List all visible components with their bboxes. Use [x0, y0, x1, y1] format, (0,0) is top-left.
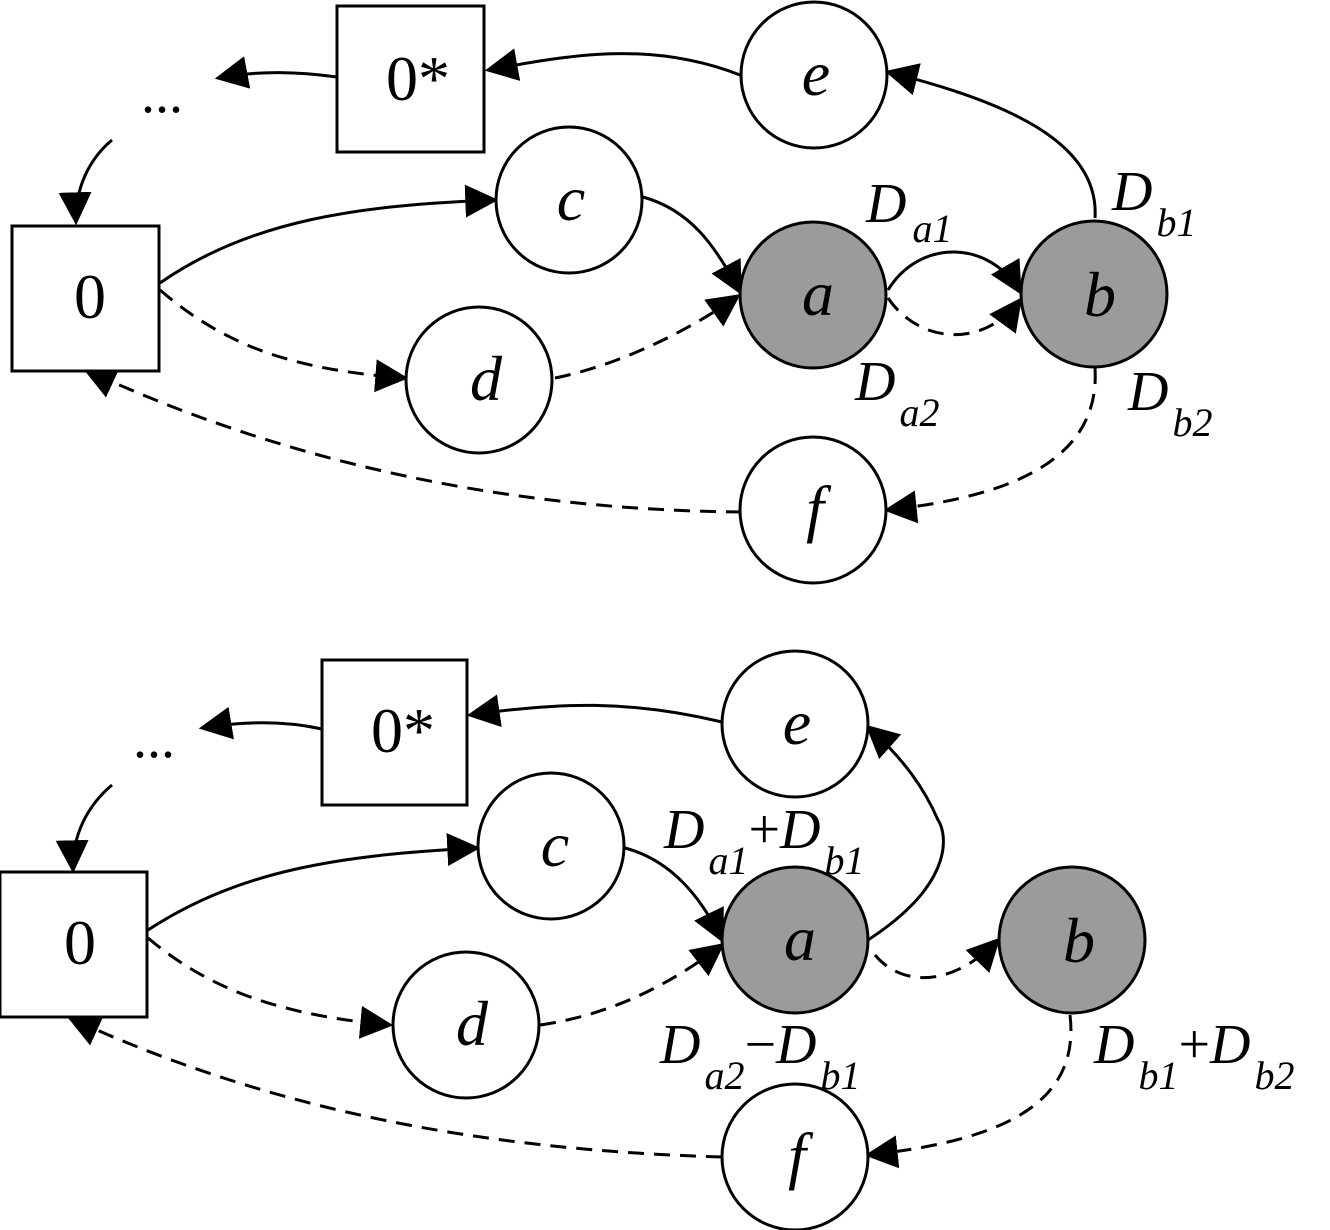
edge-a-to-b-dashed — [873, 937, 1001, 980]
edge-e-to-zero-star — [484, 48, 741, 81]
edge-c-to-a — [642, 195, 742, 295]
node-zero — [0, 870, 149, 1019]
node-c-label: c — [541, 809, 569, 880]
edge-zero-star-to-ellipsis — [214, 56, 338, 89]
edge-e-to-zero-star — [466, 694, 723, 728]
node-e-label: e — [802, 38, 830, 109]
node-f — [720, 1082, 870, 1230]
edge-ellipsis-to-zero — [55, 783, 113, 874]
node-zero-label: 0 — [74, 261, 106, 332]
node-zero-star — [335, 4, 486, 154]
node-b-label: b — [1084, 259, 1116, 330]
node-f — [738, 435, 888, 585]
edge-b-to-f — [864, 1014, 1073, 1169]
edge-b-to-e — [884, 63, 1097, 219]
node-a-label: a — [784, 903, 816, 974]
edge-zero-to-d — [159, 288, 409, 393]
edge-c-to-a — [624, 846, 724, 943]
edge-f-to-zero — [67, 1015, 723, 1159]
node-zero-star — [320, 658, 469, 807]
node-zero — [10, 224, 161, 373]
node-c — [494, 125, 644, 275]
node-b-label: b — [1063, 905, 1095, 976]
node-a — [720, 865, 870, 1015]
node-e-label: e — [783, 687, 811, 758]
node-zero-star-label: 0* — [371, 695, 435, 766]
edge-zero-to-c — [159, 184, 499, 285]
node-e — [720, 649, 870, 799]
node-d — [404, 305, 554, 455]
node-d-label: d — [456, 988, 489, 1059]
node-b — [1019, 219, 1169, 369]
node-zero-star-label: 0* — [386, 43, 450, 114]
node-c-label: c — [557, 163, 585, 234]
node-d-label: d — [470, 343, 503, 414]
edge-f-to-zero — [83, 367, 743, 514]
edge-zero-star-to-ellipsis — [198, 706, 323, 740]
edge-ellipsis-to-zero — [58, 138, 113, 226]
node-c — [476, 771, 626, 921]
edge-d-to-a — [539, 942, 725, 1027]
node-a-label: a — [802, 258, 834, 329]
node-e — [739, 0, 889, 150]
node-d — [391, 950, 541, 1100]
edge-d-to-a — [554, 294, 741, 380]
node-zero-label: 0 — [64, 907, 96, 978]
node-b — [997, 865, 1147, 1015]
node-a — [738, 220, 888, 370]
edge-a-to-b-dashed — [886, 297, 1022, 337]
edge-a-to-b-solid — [886, 250, 1022, 295]
edge-zero-to-c — [147, 833, 481, 932]
edge-b-to-f — [883, 367, 1097, 524]
edge-a-to-e — [865, 724, 945, 942]
edge-zero-to-d — [147, 936, 394, 1039]
ellipsis: ... — [141, 63, 183, 125]
ellipsis: ... — [133, 708, 175, 770]
